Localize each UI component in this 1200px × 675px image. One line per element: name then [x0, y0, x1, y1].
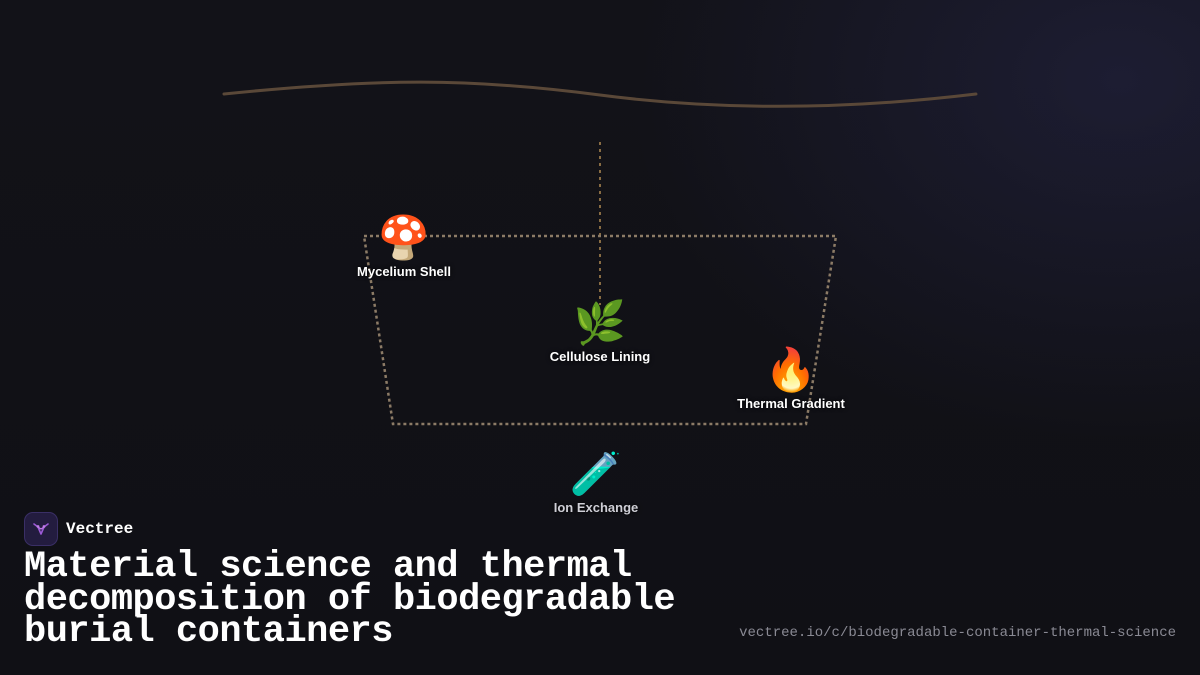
node-label: Cellulose Lining [549, 349, 651, 364]
container-outline [362, 234, 838, 426]
herb-icon: 🌿 [573, 298, 627, 347]
node-mycelium-shell: 🍄 Mycelium Shell [357, 213, 451, 280]
mushroom-icon: 🍄 [377, 213, 431, 262]
vectree-logo-icon [24, 512, 58, 546]
page-url[interactable]: vectree.io/c/biodegradable-container-the… [739, 625, 1176, 641]
brand: Vectree [24, 512, 133, 546]
test-tube-icon: 🧪 [569, 449, 623, 498]
node-thermal-gradient: 🔥 Thermal Gradient [737, 345, 845, 412]
node-label: Thermal Gradient [737, 396, 845, 411]
node-cellulose-lining: 🌿 Cellulose Lining [549, 298, 651, 365]
node-ion-exchange: 🧪 Ion Exchange [553, 449, 639, 516]
brand-name: Vectree [66, 520, 134, 538]
node-label: Mycelium Shell [357, 264, 451, 279]
node-label: Ion Exchange [553, 500, 639, 515]
fire-icon: 🔥 [764, 345, 818, 394]
page-title: Material science and thermal decompositi… [24, 546, 676, 653]
top-curve-line [222, 80, 978, 108]
